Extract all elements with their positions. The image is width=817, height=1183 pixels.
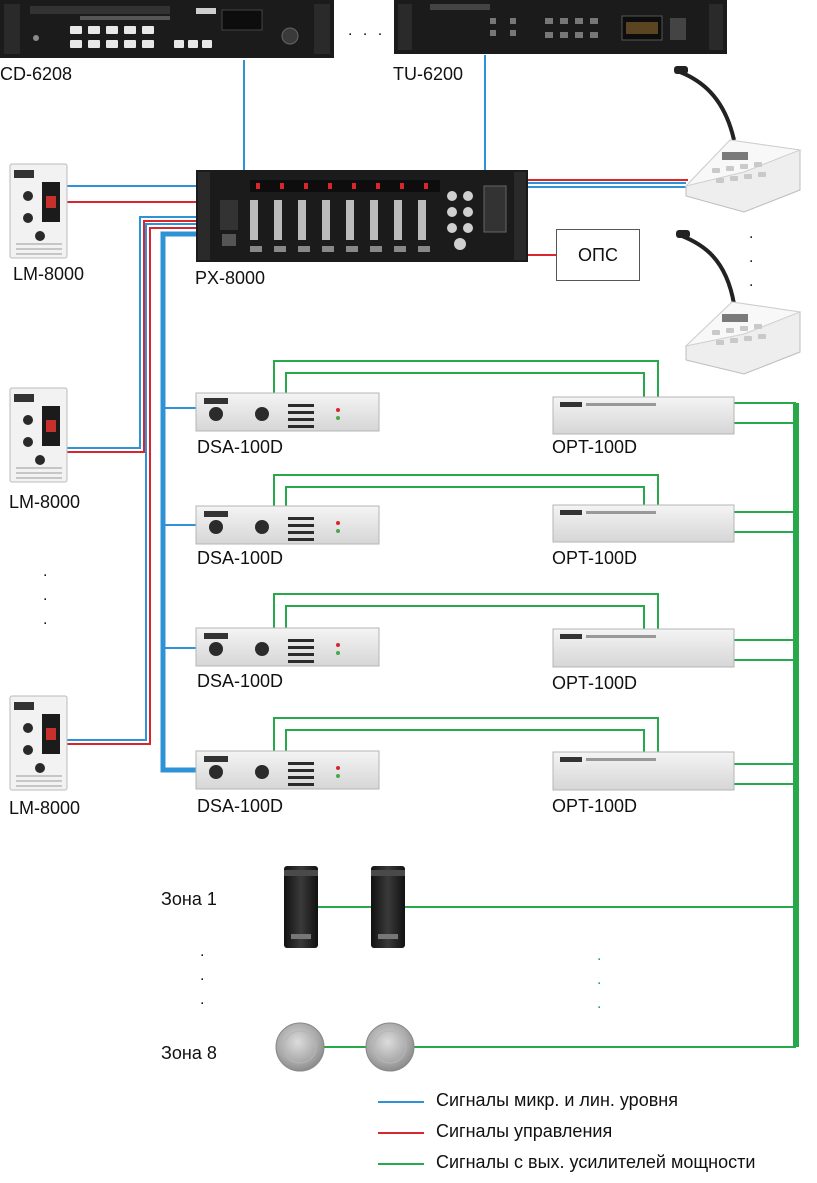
cd-player-label: CD-6208 (0, 64, 73, 84)
transformer-1-label: OPT-100D (552, 437, 638, 457)
transformer-unit-3 (552, 628, 735, 668)
transformer-3-label: OPT-100D (552, 673, 638, 693)
legend-swatch-green (378, 1163, 424, 1165)
zone-line-dot-3: . (597, 995, 602, 1012)
more-remotes-ellipsis: . . . (43, 560, 47, 632)
paging-microphone-2 (676, 230, 802, 375)
more-sources-ellipsis: . . . (348, 22, 386, 39)
transformer-2-label: OPT-100D (552, 548, 638, 568)
fire-panel-label: ОПС (578, 244, 618, 265)
mic-dot-1: . (749, 225, 754, 242)
ceiling-speaker-2 (365, 1022, 415, 1072)
mic-dot-3: . (749, 273, 754, 290)
remote-1-label: LM-8000 (13, 264, 85, 284)
remote-dot-1: . (43, 563, 48, 580)
amplifier-3-label: DSA-100D (197, 671, 284, 691)
legend-swatch-red (378, 1132, 424, 1134)
remote-3-label: LM-8000 (9, 798, 81, 818)
cd-player-device (0, 0, 334, 58)
mic-dot-2: . (749, 249, 754, 266)
amplifier-unit-1 (195, 392, 380, 432)
remote-2-label: LM-8000 (9, 492, 81, 512)
more-zone-lines-ellipsis: . . . (597, 944, 601, 1016)
tuner-device (394, 0, 727, 54)
legend-label-blue: Сигналы микр. и лин. уровня (436, 1090, 678, 1110)
amplifier-unit-4 (195, 750, 380, 790)
remote-dot-2: . (43, 587, 48, 604)
matrix-device (196, 170, 528, 262)
column-speaker-2 (371, 866, 405, 948)
transformer-unit-1 (552, 396, 735, 435)
fire-panel-box: ОПС (556, 229, 640, 281)
zone-dot-2: . (200, 967, 205, 984)
remote-panel-2 (9, 387, 68, 483)
more-microphones-ellipsis: . . . (749, 222, 753, 294)
zone-8-label: Зона 8 (161, 1043, 217, 1063)
amplifier-unit-3 (195, 627, 380, 667)
matrix-label: PX-8000 (195, 268, 266, 288)
zone-line-dot-2: . (597, 971, 602, 988)
transformer-unit-2 (552, 504, 735, 543)
remote-panel-3 (9, 695, 68, 791)
tuner-label: TU-6200 (393, 64, 464, 84)
amplifier-4-label: DSA-100D (197, 796, 284, 816)
paging-microphone-1 (674, 66, 802, 213)
column-speaker-1 (284, 866, 318, 948)
red-control-lines (63, 179, 688, 745)
ceiling-speaker-1 (275, 1022, 325, 1072)
legend-label-green: Сигналы с вых. усилителей мощности (436, 1152, 756, 1172)
transformer-unit-4 (552, 751, 735, 791)
remote-panel-1 (9, 163, 68, 259)
zone-1-label: Зона 1 (161, 889, 217, 909)
transformer-4-label: OPT-100D (552, 796, 638, 816)
remote-dot-3: . (43, 611, 48, 628)
zone-line-dot-1: . (597, 947, 602, 964)
blue-signal-lines (63, 55, 686, 773)
amplifier-2-label: DSA-100D (197, 548, 284, 568)
zone-dot-1: . (200, 943, 205, 960)
amplifier-1-label: DSA-100D (197, 437, 284, 457)
legend-swatch-blue (378, 1101, 424, 1103)
legend-label-red: Сигналы управления (436, 1121, 613, 1141)
more-zones-ellipsis: . . . (200, 940, 204, 1012)
green-power-lines (273, 360, 799, 1048)
amplifier-unit-2 (195, 505, 380, 545)
zone-dot-3: . (200, 991, 205, 1008)
